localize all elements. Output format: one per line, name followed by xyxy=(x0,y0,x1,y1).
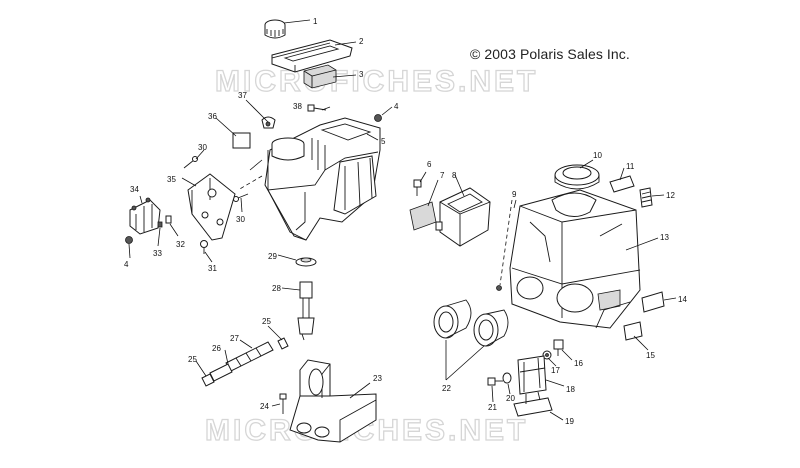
callout-38: 38 xyxy=(293,102,302,111)
part-screw-24 xyxy=(279,393,287,414)
copyright-notice: © 2003 Polaris Sales Inc. xyxy=(470,46,630,62)
callout-12: 12 xyxy=(666,191,675,200)
part-bracket xyxy=(187,173,236,241)
part-label-15 xyxy=(623,321,643,341)
part-module xyxy=(435,187,491,247)
part-tank xyxy=(264,117,381,241)
part-pin-9 xyxy=(496,199,513,291)
callout-28: 28 xyxy=(272,284,281,293)
part-tube-26 xyxy=(209,363,233,382)
callout-24: 24 xyxy=(260,402,269,411)
part-label-36 xyxy=(232,132,251,149)
callout-25-lower: 25 xyxy=(188,355,197,364)
part-nut-lower xyxy=(125,236,133,244)
part-sender xyxy=(297,281,315,341)
callout-2: 2 xyxy=(359,37,364,46)
part-mount-bracket xyxy=(289,359,377,443)
callout-19: 19 xyxy=(565,417,574,426)
callout-23: 23 xyxy=(373,374,382,383)
callout-15: 15 xyxy=(646,351,655,360)
callout-22: 22 xyxy=(442,384,451,393)
callout-27: 27 xyxy=(230,334,239,343)
callout-6: 6 xyxy=(427,160,432,169)
part-label-14 xyxy=(641,291,665,313)
callout-10: 10 xyxy=(593,151,602,160)
callout-26: 26 xyxy=(212,344,221,353)
callout-16: 16 xyxy=(574,359,583,368)
callout-34: 34 xyxy=(130,185,139,194)
callout-30-lower: 30 xyxy=(236,215,245,224)
callout-35: 35 xyxy=(167,175,176,184)
watermark-top: MICROFICHES.NET xyxy=(215,65,538,98)
callout-4-upper: 4 xyxy=(394,102,399,111)
part-clip-12 xyxy=(639,187,653,208)
callout-33: 33 xyxy=(153,249,162,258)
callout-32: 32 xyxy=(176,240,185,249)
part-cover xyxy=(271,39,353,73)
callout-36: 36 xyxy=(208,112,217,121)
part-washer-32 xyxy=(165,215,172,224)
callout-5: 5 xyxy=(381,137,386,146)
part-bracket-18 xyxy=(517,355,547,395)
part-screw-38 xyxy=(307,104,327,112)
part-washer-17 xyxy=(542,350,552,360)
callout-25-upper: 25 xyxy=(262,317,271,326)
part-nut-33 xyxy=(157,221,163,228)
callout-31: 31 xyxy=(208,264,217,273)
callout-37: 37 xyxy=(238,91,247,100)
callout-7: 7 xyxy=(440,171,445,180)
part-clip xyxy=(261,116,276,129)
part-fitting-25a xyxy=(277,337,289,350)
part-bolt-21 xyxy=(487,377,503,386)
part-ring-10 xyxy=(554,164,600,190)
part-screw-6 xyxy=(413,179,422,196)
part-boot-22a xyxy=(433,299,472,339)
part-screw-31 xyxy=(200,240,208,254)
part-block xyxy=(303,64,337,89)
callout-9: 9 xyxy=(512,190,517,199)
callout-3: 3 xyxy=(359,70,364,79)
part-washer-20 xyxy=(502,372,512,384)
part-grommet xyxy=(295,257,317,267)
callout-8: 8 xyxy=(452,171,457,180)
part-screw-30b xyxy=(233,193,249,202)
callout-20: 20 xyxy=(506,394,515,403)
part-fitting-25b xyxy=(201,373,215,387)
part-bolt-16 xyxy=(553,339,564,356)
callout-21: 21 xyxy=(488,403,497,412)
part-base-19 xyxy=(513,391,553,417)
part-airbox xyxy=(509,189,641,329)
callout-4-lower: 4 xyxy=(124,260,129,269)
part-label-11 xyxy=(609,175,635,193)
part-screw-30a xyxy=(183,156,198,169)
part-nut-upper xyxy=(374,114,382,122)
part-switch xyxy=(129,197,161,235)
callout-18: 18 xyxy=(566,385,575,394)
callout-30-upper: 30 xyxy=(198,143,207,152)
callout-14: 14 xyxy=(678,295,687,304)
callout-11: 11 xyxy=(626,162,635,171)
callout-13: 13 xyxy=(660,233,669,242)
callout-29: 29 xyxy=(268,252,277,261)
part-cap xyxy=(264,19,286,39)
callout-1: 1 xyxy=(313,17,318,26)
part-pad-7 xyxy=(409,201,437,231)
callout-17: 17 xyxy=(551,366,560,375)
part-boot-22b xyxy=(473,309,509,347)
